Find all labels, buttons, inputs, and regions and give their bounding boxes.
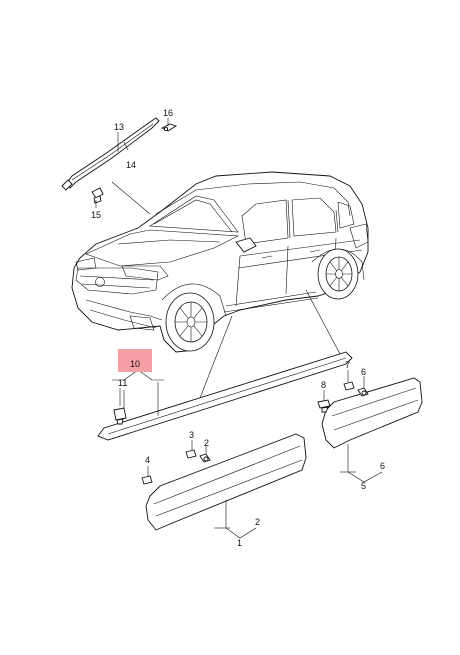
clip-8[interactable]: [317, 399, 331, 413]
clip-6-rear[interactable]: [357, 387, 369, 397]
clip-16[interactable]: [160, 123, 178, 132]
front-door-trim[interactable]: [145, 433, 307, 531]
callout-2-top: 2: [204, 438, 209, 448]
callout-14: 14: [126, 160, 136, 170]
callout-15: 15: [91, 210, 101, 220]
leader-lines: [111, 181, 341, 399]
clip-3[interactable]: [185, 449, 197, 459]
callout-7: 7: [345, 360, 350, 370]
callout-3: 3: [189, 430, 194, 440]
clip-15[interactable]: [91, 187, 104, 204]
rear-door-trim[interactable]: [321, 377, 423, 449]
vehicle-illustration: [71, 171, 369, 353]
front-wheel: [165, 292, 215, 352]
clip-2-front[interactable]: [199, 453, 211, 463]
callout-10: 10: [130, 359, 140, 369]
callout-13: 13: [114, 122, 124, 132]
callout-16: 16: [163, 108, 173, 118]
roof-trim-strip[interactable]: [65, 117, 160, 189]
callout-6-top: 6: [361, 367, 366, 377]
callout-8: 8: [321, 380, 326, 390]
callout-1: 1: [237, 538, 242, 548]
callout-2-bottom: 2: [255, 517, 260, 527]
clip-7[interactable]: [343, 381, 355, 391]
roof-trim-end-cap: [61, 179, 73, 191]
callout-numbers: 13 14 16 15 10 11 8 7 6 3 2 4 6 5 2 1: [91, 108, 385, 548]
clip-11[interactable]: [113, 407, 127, 425]
clip-4[interactable]: [141, 475, 153, 485]
callout-6-bottom: 6: [380, 461, 385, 471]
callout-4: 4: [145, 455, 150, 465]
highlight-box: [118, 349, 152, 372]
callout-leaders: [95, 118, 383, 539]
sill-trim-strip[interactable]: [97, 351, 353, 441]
callout-5: 5: [361, 481, 366, 491]
rear-wheel: [317, 248, 359, 300]
callout-11: 11: [118, 378, 127, 388]
